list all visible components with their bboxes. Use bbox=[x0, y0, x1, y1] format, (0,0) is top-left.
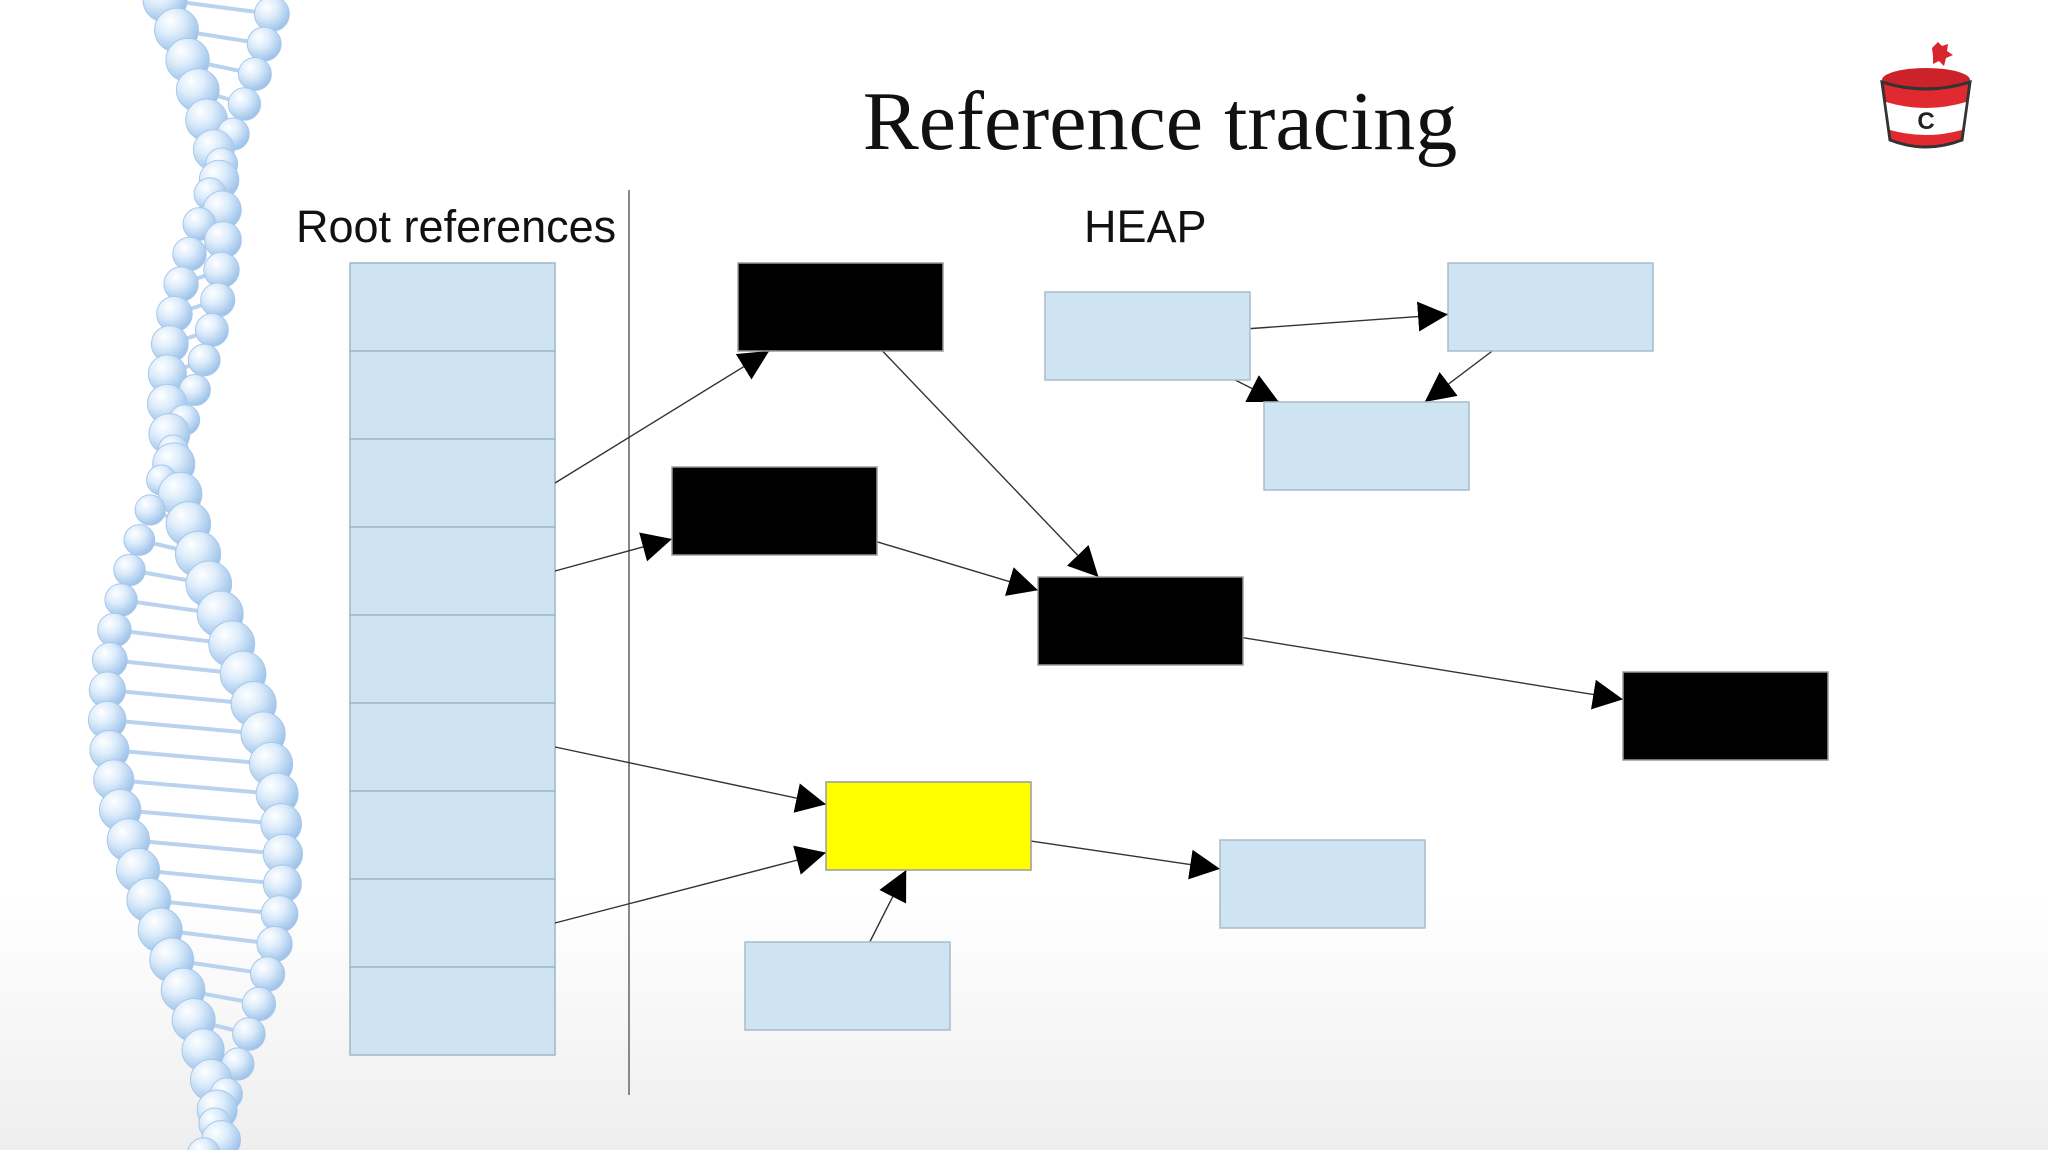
reference-arrow bbox=[1242, 636, 1624, 710]
reference-arrow bbox=[1234, 375, 1280, 403]
root-reference-slot bbox=[349, 438, 556, 528]
molecule-bond bbox=[128, 838, 284, 856]
molecule-bond bbox=[113, 778, 278, 796]
molecule-atom bbox=[227, 87, 262, 121]
heap-object-unmarked bbox=[744, 941, 951, 1031]
root-reference-slot bbox=[349, 702, 556, 792]
reference-arrow bbox=[1424, 350, 1493, 403]
molecule-atom bbox=[187, 1137, 220, 1150]
molecule-atom bbox=[187, 343, 221, 377]
root-reference-slot bbox=[349, 966, 556, 1056]
reference-arrow bbox=[554, 746, 827, 813]
slide-title: Reference tracing bbox=[862, 75, 1458, 168]
heap-object-unmarked bbox=[1447, 262, 1654, 352]
molecule-atom bbox=[134, 494, 166, 526]
root-references-label: Root references bbox=[296, 201, 617, 252]
heap-object-unmarked bbox=[1044, 291, 1251, 381]
root-reference-slot bbox=[349, 526, 556, 616]
molecule-bond bbox=[107, 688, 254, 706]
root-references-column bbox=[349, 262, 556, 1056]
molecule-atom bbox=[237, 56, 272, 92]
heap-object-processing bbox=[825, 781, 1032, 871]
molecule-bond bbox=[120, 808, 282, 826]
root-reference-slot bbox=[349, 350, 556, 440]
heap-label: HEAP bbox=[1084, 201, 1207, 252]
molecule-chain-icon bbox=[87, 0, 304, 1150]
molecule-bond bbox=[107, 718, 264, 736]
reference-arrow bbox=[1249, 301, 1449, 332]
reference-arrow bbox=[554, 532, 673, 572]
root-reference-slot bbox=[349, 790, 556, 880]
references bbox=[554, 301, 1624, 943]
reference-arrow bbox=[1030, 840, 1221, 880]
heap-object-marked bbox=[1037, 576, 1244, 666]
root-reference-slot bbox=[349, 262, 556, 352]
reference-arrow bbox=[876, 541, 1039, 596]
heap-object-marked bbox=[671, 466, 878, 556]
reference-arrow bbox=[882, 350, 1099, 578]
molecule-bond bbox=[137, 868, 283, 886]
reference-arrow bbox=[554, 845, 827, 924]
reference-arrow bbox=[869, 869, 907, 943]
molecule-bond bbox=[109, 748, 272, 766]
logo-letter: C bbox=[1917, 108, 1934, 135]
molecule-atom bbox=[232, 1017, 266, 1051]
heap-object-unmarked bbox=[1219, 839, 1426, 929]
root-reference-slot bbox=[349, 614, 556, 704]
heap-objects bbox=[671, 262, 1829, 1031]
heap-object-marked bbox=[1622, 671, 1829, 761]
heap-object-unmarked bbox=[1263, 401, 1470, 491]
molecule-atom bbox=[123, 524, 156, 556]
root-reference-slot bbox=[349, 878, 556, 968]
reference-arrow bbox=[554, 350, 770, 484]
heap-object-marked bbox=[737, 262, 944, 352]
